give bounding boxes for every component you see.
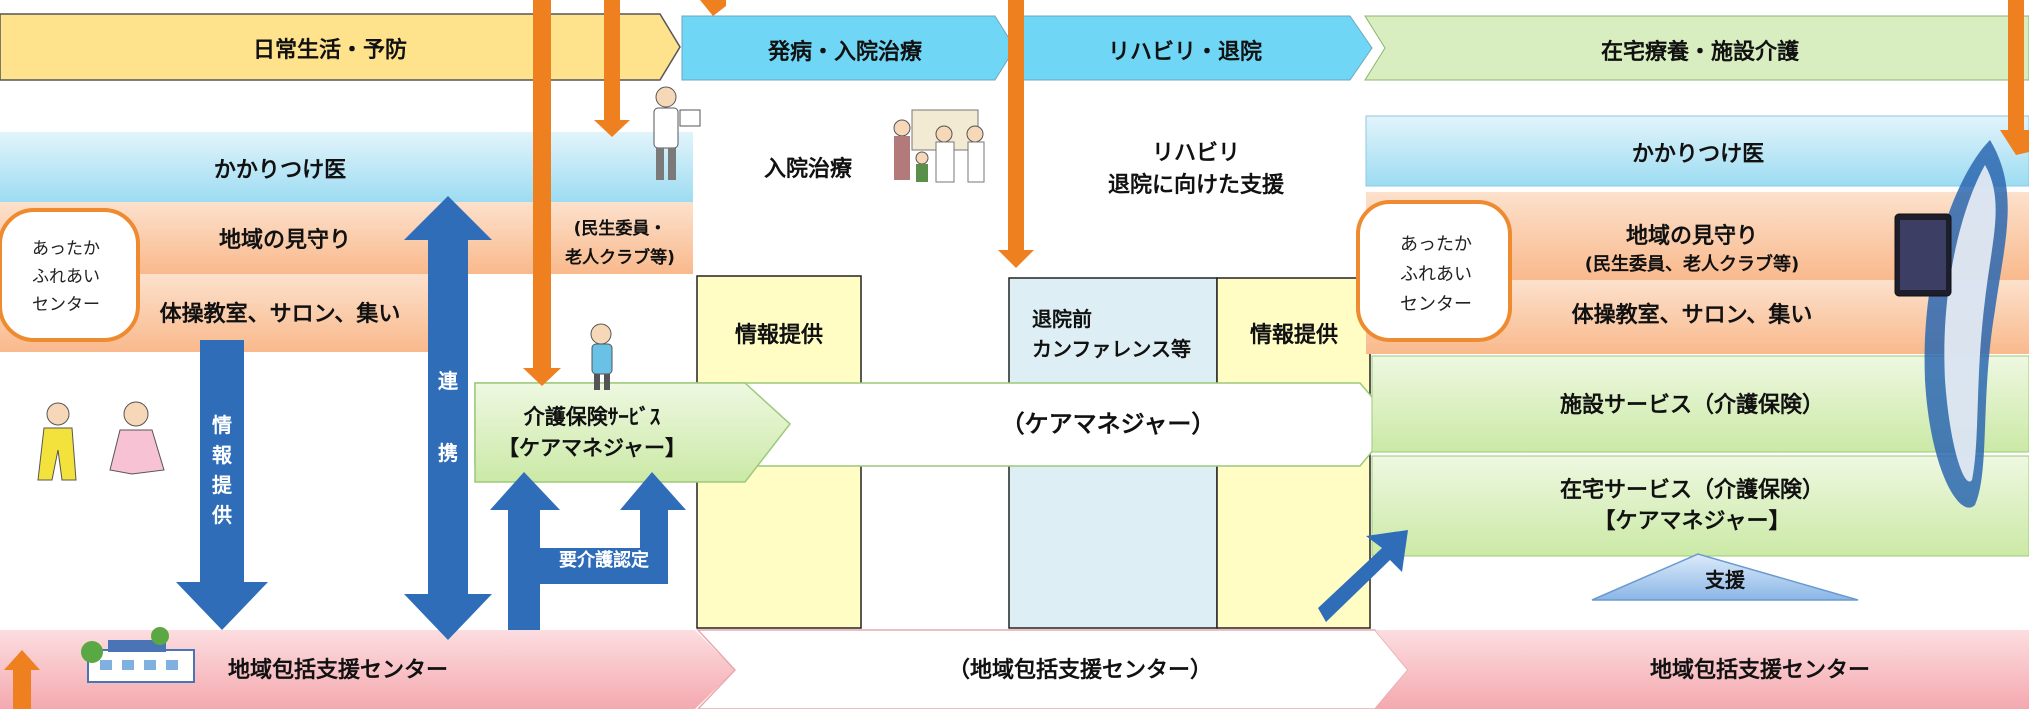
phase-home: 在宅療養・施設介護 (1364, 15, 2029, 81)
bottom-center-right: 地域包括支援センター (1375, 630, 2029, 709)
rehab-line-2: 退院に向けた支援 (1108, 172, 1285, 198)
up-right-blue-arrow (1318, 530, 1408, 622)
phase-home-label: 在宅療養・施設介護 (1601, 39, 1800, 65)
info-down-arrow: 情 報 提 供 (176, 340, 268, 630)
orange-down-arrow-2 (594, 0, 630, 137)
left-doctor-band: かかりつけ医 (0, 132, 693, 202)
right-watch-line-1: 地域の見守り (1626, 223, 1758, 249)
info-arrow-char-1: 情 (212, 413, 232, 437)
right-center-line-1: あったか (1400, 234, 1472, 255)
phase-hospital-label: 発病・入院治療 (767, 39, 922, 65)
support-triangle: 支援 (1591, 553, 1859, 601)
bottom-center-left-label: 地域包括支援センター (228, 657, 448, 683)
exercise-seniors-illustration (37, 401, 165, 481)
facility-service-band: 施設サービス（介護保険） (1371, 355, 2029, 453)
conference-line-2: カンファレンス等 (1032, 337, 1191, 361)
doctor-illustration (653, 86, 701, 180)
right-doctor-band: かかりつけ医 (1365, 115, 2029, 187)
right-center-line-2: ふれあい (1400, 264, 1472, 285)
care-manager-illustration (590, 323, 613, 390)
orange-down-arrow-3 (700, 0, 726, 16)
facility-service-label: 施設サービス（介護保険） (1560, 392, 1824, 418)
home-service-band: 在宅サービス（介護保険） 【ケアマネジャー】 (1371, 455, 2029, 557)
left-center-line-2: ふれあい (32, 267, 100, 287)
phase-hospital: 発病・入院治療 (681, 15, 1016, 81)
info-arrow-char-2: 報 (212, 443, 233, 467)
left-exercise-label: 体操教室、サロン、集い (160, 301, 401, 327)
home-service-line-1: 在宅サービス（介護保険） (1560, 477, 1824, 503)
bottom-center-right-label: 地域包括支援センター (1650, 657, 1870, 683)
home-service-line-2: 【ケアマネジャー】 (1594, 509, 1791, 534)
left-watch-note-1: (民生委員・ (574, 218, 667, 239)
phase-daily-label: 日常生活・予防 (253, 37, 407, 63)
left-watch-note-2: 老人クラブ等) (564, 247, 675, 268)
info-column-2-label: 情報提供 (1250, 322, 1338, 348)
left-center-line-1: あったか (32, 239, 100, 259)
bottom-center-middle-label: （地域包括支援センター） (948, 657, 1212, 683)
info-column-1-label: 情報提供 (735, 322, 823, 348)
care-service-arrow: 介護保険ｻｰﾋﾞｽ 【ケアマネジャー】 (474, 382, 792, 483)
orange-down-arrow-5 (2000, 0, 2029, 155)
link-arrow-char-1: 連 (438, 369, 459, 393)
left-doctor-label: かかりつけ医 (214, 158, 346, 183)
certification-label: 要介護認定 (559, 549, 649, 571)
right-watch-line-2: (民生委員、老人クラブ等) (1585, 253, 1799, 275)
left-watch-label: 地域の見守り (219, 227, 351, 253)
inpatient-label: 入院治療 (764, 156, 852, 182)
phase-daily: 日常生活・予防 (0, 13, 681, 81)
link-arrow-char-2: 携 (438, 441, 458, 465)
orange-down-arrow-4 (998, 0, 1034, 268)
link-double-arrow: 連 携 (404, 196, 492, 640)
support-label: 支援 (1705, 568, 1746, 592)
care-service-line-2: 【ケアマネジャー】 (498, 436, 686, 460)
certification-arrows: 要介護認定 (490, 472, 686, 630)
hospital-staff-illustration (893, 109, 985, 183)
info-arrow-char-4: 供 (211, 503, 232, 527)
conference-line-1: 退院前 (1032, 307, 1092, 331)
building-illustration (81, 627, 195, 683)
right-exercise-label: 体操教室、サロン、集い (1572, 302, 1813, 328)
left-center-line-3: センター (32, 295, 100, 315)
info-arrow-char-3: 提 (212, 473, 233, 497)
right-center-bubble: あったか ふれあい センター (1356, 200, 1512, 342)
orange-up-arrow (4, 650, 40, 709)
orange-down-arrow-1 (523, 0, 561, 386)
rehab-line-1: リハビリ (1152, 141, 1240, 166)
care-manager-label: （ケアマネジャー） (1001, 410, 1216, 438)
tablet-illustration (1894, 213, 1952, 297)
left-center-bubble: あったか ふれあい センター (0, 208, 140, 342)
phase-rehab-label: リハビリ・退院 (1108, 39, 1262, 65)
bottom-center-middle: （地域包括支援センター） (696, 629, 1409, 709)
phase-rehab: リハビリ・退院 (1017, 15, 1373, 81)
right-doctor-label: かかりつけ医 (1632, 142, 1764, 167)
right-center-line-3: センター (1400, 294, 1472, 315)
care-service-line-1: 介護保険ｻｰﾋﾞｽ (523, 405, 661, 429)
